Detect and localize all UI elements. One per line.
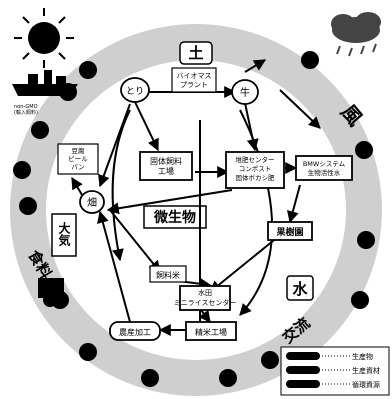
node-compost-center: 堆肥センターコンポスト固体ボカシ肥 — [226, 152, 284, 188]
legend-products: 生産物 — [352, 352, 373, 361]
svg-text:バイオマスプラント: バイオマスプラント — [177, 72, 212, 89]
svg-text:農産加工: 農産加工 — [119, 327, 151, 337]
svg-text:大気: 大気 — [57, 221, 71, 247]
svg-text:果樹園: 果樹園 — [275, 226, 303, 238]
svg-text:畑: 畑 — [87, 196, 97, 209]
ring-label-atmosphere: 大気 — [52, 214, 76, 256]
svg-text:精米工場: 精米工場 — [195, 327, 227, 337]
svg-text:BMWシステム生物活性水: BMWシステム生物活性水 — [303, 160, 346, 177]
node-processing: 農産加工 — [110, 322, 160, 340]
sun-icon — [14, 8, 74, 68]
node-cow: 牛 — [232, 80, 258, 104]
node-dry-feed-factory: 固体飼料工場 — [140, 152, 192, 180]
legend-materials: 生産資材 — [352, 366, 380, 375]
ring-label-earth: 土 — [180, 42, 212, 64]
svg-text:飼料米: 飼料米 — [156, 270, 180, 280]
microbes-label: 微生物 — [144, 206, 206, 228]
svg-text:土: 土 — [188, 44, 203, 62]
svg-text:水: 水 — [292, 280, 308, 298]
node-polish-factory: 精米工場 — [186, 322, 236, 340]
node-bmw-system: BMWシステム生物活性水 — [296, 156, 352, 180]
node-orchard: 果樹園 — [268, 222, 312, 240]
ring-label-water: 水 — [287, 276, 313, 300]
node-chicken: とり — [121, 78, 149, 102]
node-paddy: 水田ミニライスセンター — [174, 286, 237, 310]
svg-text:牛: 牛 — [240, 86, 250, 99]
node-rice-feed: 飼料米 — [150, 266, 186, 282]
legend-recycle: 循環資源 — [352, 380, 380, 389]
legend: 生産物 生産資材 循環資源 — [281, 347, 389, 395]
svg-text:微生物: 微生物 — [153, 209, 196, 226]
ship-label: non-GMO(輸入飼料) — [14, 104, 38, 116]
svg-text:堆肥センターコンポスト固体ボカシ肥: 堆肥センターコンポスト固体ボカシ肥 — [236, 155, 276, 182]
rain-cloud-icon — [331, 12, 381, 56]
node-field: 畑 — [80, 191, 104, 213]
svg-text:とり: とり — [126, 86, 144, 97]
node-biomass: バイオマスプラント — [172, 68, 216, 92]
node-bakery: 豆腐ビールパン — [58, 144, 98, 174]
